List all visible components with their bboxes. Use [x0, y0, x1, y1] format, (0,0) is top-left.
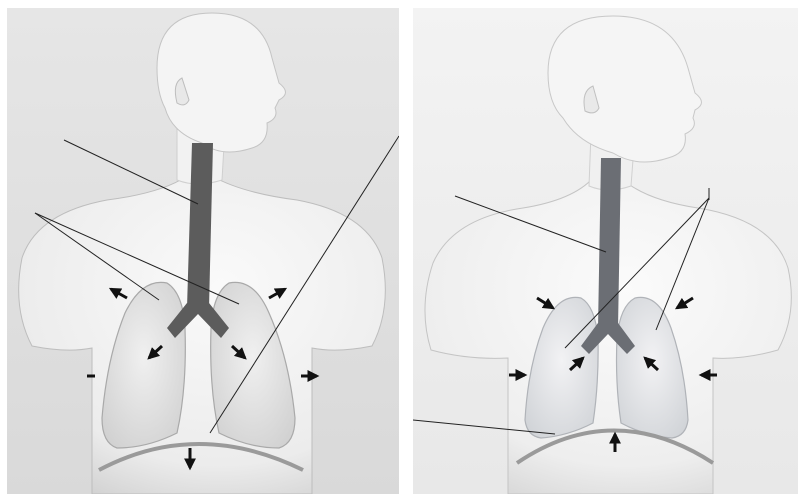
- trachea: [598, 158, 621, 328]
- exhalation-illustration: [413, 8, 798, 494]
- inhalation-panel: [7, 8, 399, 494]
- exhalation-panel: [413, 8, 798, 494]
- inhalation-illustration: [7, 8, 399, 494]
